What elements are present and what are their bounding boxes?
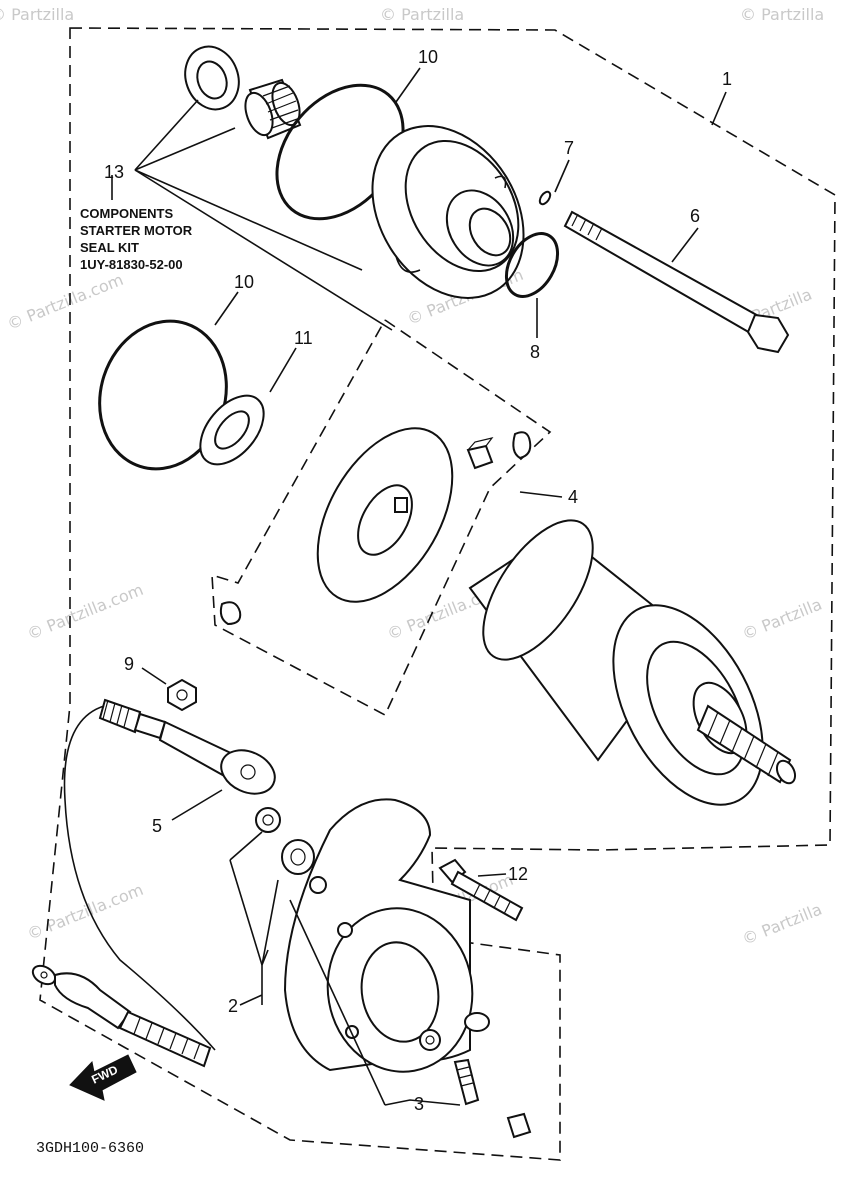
callout-number: 10 bbox=[418, 47, 438, 67]
needle-bearing bbox=[244, 78, 302, 140]
callout-3: 3 bbox=[289, 899, 461, 1114]
rear-cover bbox=[283, 798, 490, 1073]
watermark: © Partzilla.com bbox=[24, 880, 146, 944]
callout-10-top: 10 bbox=[395, 47, 438, 103]
terminal-bolt bbox=[453, 1058, 532, 1139]
watermark: © Partzilla bbox=[740, 5, 824, 24]
callout-11: 11 bbox=[269, 328, 313, 393]
washer bbox=[538, 190, 552, 206]
callout-13: 13 bbox=[104, 99, 393, 331]
watermark: © Partzilla.com bbox=[24, 580, 146, 644]
brush-spring bbox=[219, 431, 532, 626]
callout-number: 8 bbox=[530, 342, 540, 362]
front-cover bbox=[371, 125, 525, 299]
oil-seal bbox=[184, 45, 240, 111]
kit-note-line: STARTER MOTOR bbox=[80, 223, 193, 238]
callout-1: 1 bbox=[711, 69, 732, 126]
watermark: © Partzilla bbox=[739, 595, 824, 644]
callout-12: 12 bbox=[477, 864, 528, 884]
mounting-bolt bbox=[438, 858, 524, 922]
callout-number: 2 bbox=[228, 996, 238, 1016]
kit-note-line: 1UY-81830-52-00 bbox=[80, 257, 183, 272]
through-bolt bbox=[563, 210, 790, 354]
callout-4: 4 bbox=[519, 487, 578, 507]
yoke-housing bbox=[468, 519, 764, 806]
callout-number: 5 bbox=[152, 816, 162, 836]
callout-number: 7 bbox=[564, 138, 574, 158]
lead-wire bbox=[63, 698, 276, 1051]
seal-kit-note: COMPONENTS STARTER MOTOR SEAL KIT 1UY-81… bbox=[80, 206, 193, 272]
brush bbox=[466, 437, 494, 470]
brush-plate bbox=[316, 427, 454, 603]
seal-washer bbox=[255, 807, 327, 894]
kit-note-line: SEAL KIT bbox=[80, 240, 139, 255]
brush-holder-outline bbox=[211, 319, 552, 717]
callout-5: 5 bbox=[152, 789, 223, 836]
watermark: © Partzilla.com bbox=[4, 270, 126, 334]
callout-6: 6 bbox=[671, 206, 700, 263]
wire-terminal bbox=[31, 964, 212, 1068]
callout-number: 13 bbox=[104, 162, 124, 182]
callout-number: 1 bbox=[722, 69, 732, 89]
hex-nut bbox=[167, 678, 197, 712]
thrust-washer bbox=[199, 394, 265, 466]
drawing-code: 3GDH100-6360 bbox=[36, 1140, 144, 1157]
watermark: © Partzilla bbox=[380, 5, 464, 24]
callout-10-lower: 10 bbox=[214, 272, 254, 326]
callout-2: 2 bbox=[228, 831, 279, 1016]
o-ring-small bbox=[504, 232, 560, 298]
callout-7: 7 bbox=[554, 138, 574, 193]
callout-number: 11 bbox=[294, 328, 313, 348]
watermark: © Partzilla bbox=[0, 5, 74, 24]
callout-number: 12 bbox=[508, 864, 528, 884]
armature-shaft bbox=[696, 704, 797, 785]
callout-number: 6 bbox=[690, 206, 700, 226]
kit-note-line: COMPONENTS bbox=[80, 206, 174, 221]
callout-number: 3 bbox=[414, 1094, 424, 1114]
callout-9: 9 bbox=[124, 654, 167, 685]
watermark: © Partzilla bbox=[739, 900, 824, 949]
callout-number: 10 bbox=[234, 272, 254, 292]
forward-arrow-icon: FWD bbox=[69, 1054, 137, 1101]
callout-number: 4 bbox=[568, 487, 578, 507]
callout-8: 8 bbox=[530, 298, 540, 362]
callout-number: 9 bbox=[124, 654, 134, 674]
